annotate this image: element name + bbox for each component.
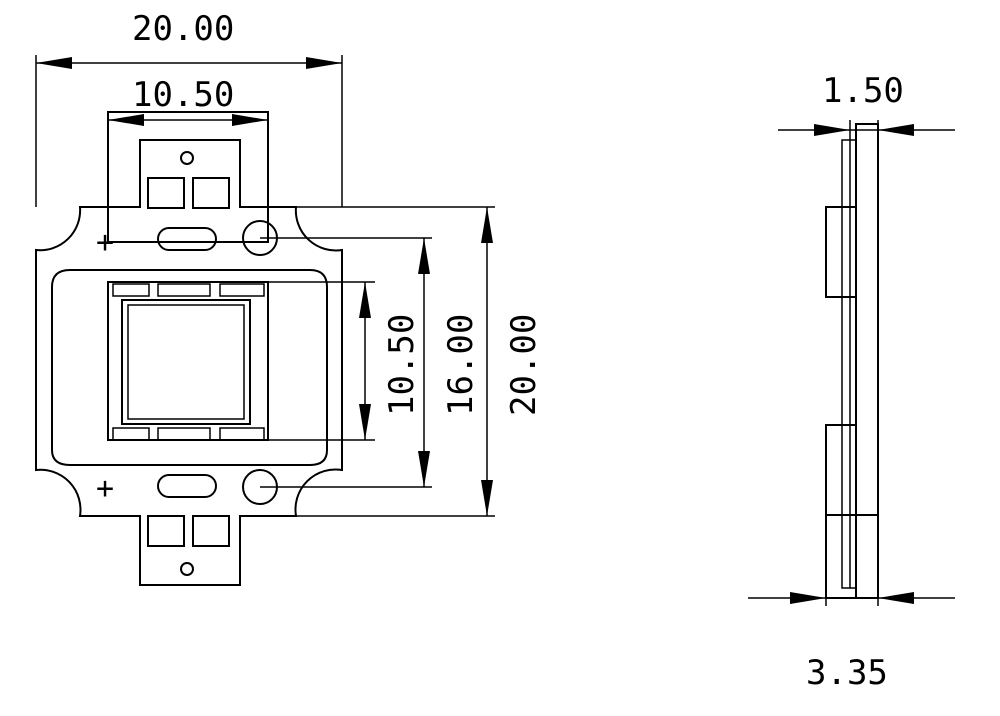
dim-label-width-10-50: 10.50 (132, 75, 234, 115)
chip-emitter-inner (127, 304, 245, 420)
chip-top-bar-3 (219, 283, 265, 297)
plus-mark-top: + (96, 225, 114, 260)
top-tab-rect (107, 111, 269, 243)
side-base (825, 514, 879, 599)
side-board (855, 123, 879, 599)
chip-bottom-bar-1 (112, 427, 150, 441)
dim-label-thickness-1-50: 1.50 (822, 71, 904, 111)
dim-label-thickness-3-35: 3.35 (806, 653, 888, 693)
side-lead (841, 139, 851, 589)
top-contact-left (147, 177, 185, 209)
top-contact-right (192, 177, 230, 209)
chip-top-bar-2 (157, 283, 211, 297)
dim-label-height-20: 20.00 (504, 314, 544, 416)
dim-label-height-10-50: 10.50 (382, 314, 422, 416)
bottom-slot (157, 474, 217, 498)
front-view: + + 20.00 10.50 10.50 16.00 (35, 9, 544, 586)
dim-label-height-16: 16.00 (441, 314, 481, 416)
bottom-contact-left (147, 515, 185, 547)
side-view: 1.50 3.35 (748, 71, 955, 693)
top-slot (157, 227, 217, 251)
chip-emitter-outer (121, 299, 251, 425)
side-block-top (825, 206, 857, 298)
dim-label-width-20: 20.00 (132, 9, 234, 49)
bottom-contact-right (192, 515, 230, 547)
side-block-bottom (825, 424, 857, 516)
chip-bottom-bar-3 (219, 427, 265, 441)
chip-top-bar-1 (112, 283, 150, 297)
plus-mark-bottom: + (96, 471, 114, 506)
top-tab-hole (180, 151, 194, 165)
bottom-tab-hole (180, 562, 194, 576)
inner-pad-outline (51, 269, 328, 466)
chip-bottom-bar-2 (157, 427, 211, 441)
board-outline (35, 139, 343, 586)
